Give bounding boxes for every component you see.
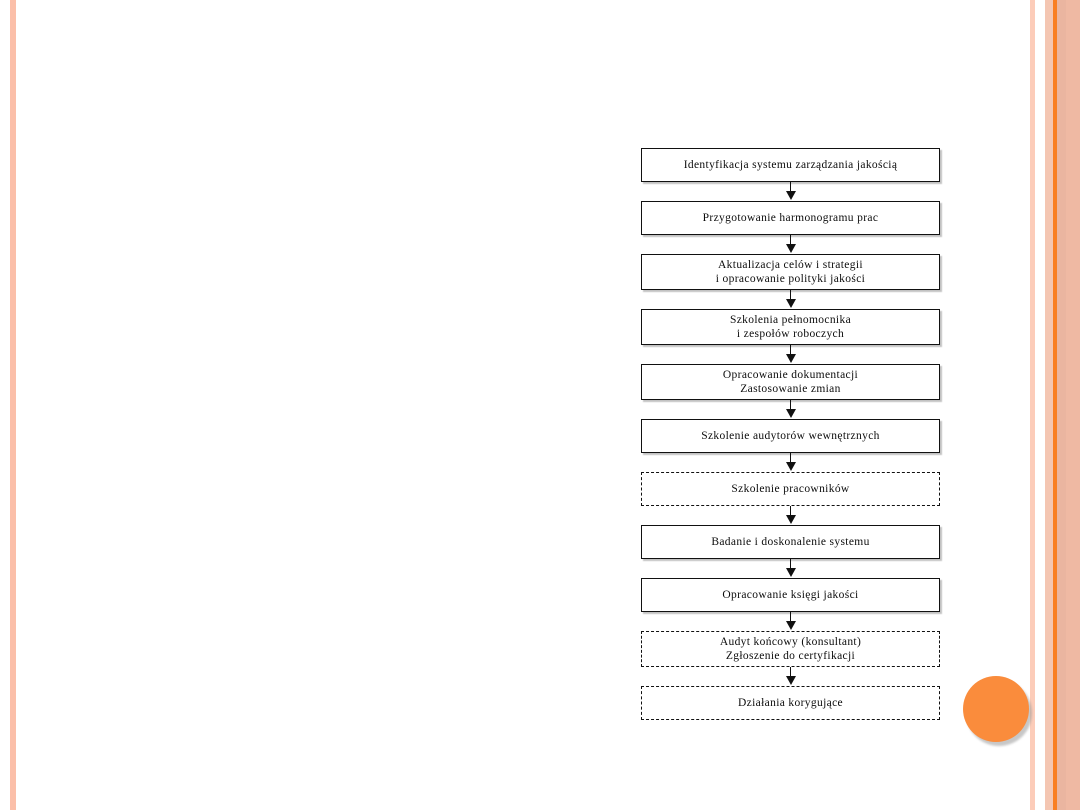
down-arrow-icon xyxy=(641,667,940,686)
right-thin-accent-line xyxy=(1030,0,1035,810)
arrow-head xyxy=(785,462,796,471)
arrow-stem xyxy=(789,453,792,465)
flow-node-line: Działania korygujące xyxy=(737,696,844,709)
flow-node-line: i zespołów roboczych xyxy=(736,328,845,340)
flow-node-label: Przygotowanie harmonogramu prac xyxy=(697,211,885,226)
flow-node-label: Aktualizacja celów i strategii i opracowa… xyxy=(710,258,871,287)
arrow-stem xyxy=(789,182,792,194)
down-arrow-icon xyxy=(641,400,940,419)
orange-circle-decoration xyxy=(963,676,1029,742)
flow-node-line: Szkolenia pełnomocnika xyxy=(729,313,852,326)
arrow-stem xyxy=(789,235,792,247)
down-arrow-icon xyxy=(641,559,940,578)
flow-node-label: Działania korygujące xyxy=(732,696,849,711)
arrow-stem xyxy=(789,290,792,302)
flow-node-n10: Audyt końcowy (konsultant) Zgłoszenie do … xyxy=(641,631,940,667)
arrow-head xyxy=(785,676,796,685)
down-arrow-icon xyxy=(641,235,940,254)
right-orange-accent-line xyxy=(1053,0,1057,810)
down-arrow-icon xyxy=(641,182,940,201)
flow-node-label: Identyfikacja systemu zarządzania jakośc… xyxy=(678,158,904,173)
right-accent-panel-light xyxy=(1045,0,1053,810)
arrow-stem xyxy=(789,506,792,518)
down-arrow-icon xyxy=(641,453,940,472)
arrow-head xyxy=(785,191,796,200)
flow-node-n1: Identyfikacja systemu zarządzania jakośc… xyxy=(641,148,940,182)
flow-node-line: Badanie i doskonalenie systemu xyxy=(711,535,870,548)
flow-node-line: Opracowanie księgi jakości xyxy=(722,588,859,601)
flow-node-n11: Działania korygujące xyxy=(641,686,940,720)
arrow-head xyxy=(785,568,796,577)
flow-node-label: Audyt końcowy (konsultant) Zgłoszenie do … xyxy=(714,635,867,664)
flow-node-line: i opracowanie polityki jakości xyxy=(715,273,866,285)
flow-node-line: Szkolenie pracowników xyxy=(731,482,850,495)
arrow-head xyxy=(785,354,796,363)
flowchart: Identyfikacja systemu zarządzania jakośc… xyxy=(641,148,940,720)
flow-node-line: Identyfikacja systemu zarządzania jakośc… xyxy=(683,158,898,171)
flow-node-line: Zastosowanie zmian xyxy=(740,383,841,395)
arrow-stem xyxy=(789,612,792,624)
right-accent-panel-mid xyxy=(1057,0,1066,810)
arrow-stem xyxy=(789,400,792,412)
down-arrow-icon xyxy=(641,345,940,364)
flow-node-line: Opracowanie dokumentacji xyxy=(722,368,859,381)
flow-node-n3: Aktualizacja celów i strategii i opracowa… xyxy=(641,254,940,290)
flow-node-n4: Szkolenia pełnomocnika i zespołów roboczy… xyxy=(641,309,940,345)
arrow-stem xyxy=(789,345,792,357)
left-accent-bar xyxy=(10,0,16,810)
arrow-head xyxy=(785,621,796,630)
arrow-head xyxy=(785,409,796,418)
arrow-head xyxy=(785,244,796,253)
flow-node-n9: Opracowanie księgi jakości xyxy=(641,578,940,612)
arrow-stem xyxy=(789,667,792,679)
arrow-stem xyxy=(789,559,792,571)
flow-node-label: Opracowanie księgi jakości xyxy=(716,588,864,603)
flow-node-n6: Szkolenie audytorów wewnętrznych xyxy=(641,419,940,453)
flow-node-n8: Badanie i doskonalenie systemu xyxy=(641,525,940,559)
down-arrow-icon xyxy=(641,506,940,525)
flow-node-line: Aktualizacja celów i strategii xyxy=(718,258,863,271)
flow-node-line: Szkolenie audytorów wewnętrznych xyxy=(701,429,880,442)
flow-node-line: Przygotowanie harmonogramu prac xyxy=(702,211,879,224)
flow-node-label: Badanie i doskonalenie systemu xyxy=(705,535,875,550)
flow-node-line: Zgłoszenie do certyfikacji xyxy=(725,650,856,662)
flow-node-label: Szkolenie pracowników xyxy=(725,482,855,497)
flow-node-line: Audyt końcowy (konsultant) xyxy=(719,635,862,648)
down-arrow-icon xyxy=(641,612,940,631)
flow-node-n7: Szkolenie pracowników xyxy=(641,472,940,506)
flow-node-label: Szkolenie audytorów wewnętrznych xyxy=(695,429,886,444)
arrow-head xyxy=(785,515,796,524)
flow-node-n2: Przygotowanie harmonogramu prac xyxy=(641,201,940,235)
flow-node-label: Szkolenia pełnomocnika i zespołów roboczy… xyxy=(724,313,857,342)
arrow-head xyxy=(785,299,796,308)
down-arrow-icon xyxy=(641,290,940,309)
